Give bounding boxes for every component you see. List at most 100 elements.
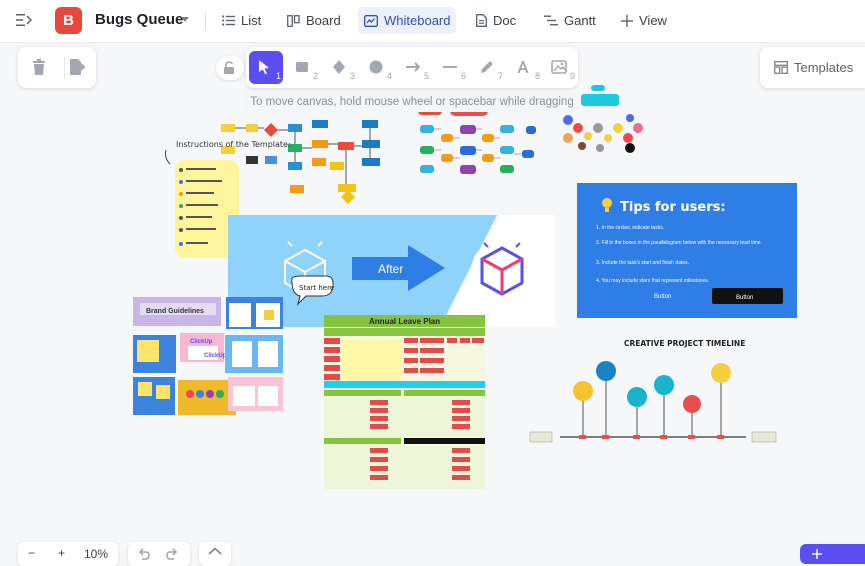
clickup-cube-icon — [471, 240, 533, 302]
tab-list-label: List — [241, 13, 262, 28]
tab-board-label: Board — [306, 13, 341, 28]
tab-doc[interactable]: Doc — [470, 7, 522, 34]
tab-whiteboard-label: Whiteboard — [384, 13, 451, 28]
creative-project-timeline[interactable]: CREATIVE PROJECT TIMELINE — [529, 339, 777, 443]
start-here-label: Start here — [299, 284, 334, 292]
divider — [64, 57, 65, 79]
rectangle-tool[interactable]: 2 — [286, 51, 320, 84]
after-label: After — [378, 262, 403, 276]
image-icon — [551, 60, 567, 74]
zoom-in-button[interactable]: + — [58, 546, 66, 560]
arrow-right-icon — [406, 62, 421, 72]
tab-gantt-label: Gantt — [564, 13, 596, 28]
fit-view-button[interactable] — [199, 542, 231, 566]
text-tool[interactable]: 8 — [508, 51, 542, 84]
zoom-level[interactable]: 10% — [84, 547, 109, 561]
line-tool[interactable]: 6 — [434, 51, 468, 84]
tab-list[interactable]: List — [216, 7, 267, 34]
add-view-button[interactable]: View — [615, 7, 673, 34]
arrow-tool[interactable]: 5 — [397, 51, 431, 84]
chevron-down-icon[interactable] — [181, 17, 189, 22]
tool-key-7: 7 — [497, 71, 503, 81]
tool-key-6: 6 — [460, 71, 466, 81]
tool-key-9: 9 — [569, 71, 575, 81]
image-tool[interactable]: 9 — [543, 51, 577, 84]
tab-whiteboard[interactable]: Whiteboard — [358, 7, 457, 34]
diamond-tool[interactable]: 3 — [323, 51, 357, 84]
tool-key-8: 8 — [534, 71, 540, 81]
tips-line-4: 4. You may include stars that represent … — [596, 278, 709, 284]
tips-button-b[interactable]: Button — [736, 295, 753, 301]
instructions-title: Instructions of the Template: — [176, 140, 291, 149]
history-controls — [128, 542, 190, 566]
space-title[interactable]: Bugs Queue — [95, 11, 184, 28]
tool-key-3: 3 — [349, 71, 355, 81]
brand-logo-b: ClickUp — [204, 353, 227, 359]
top-bar: B Bugs Queue List Board Whiteboard Doc — [0, 0, 865, 43]
templates-button[interactable]: Templates — [760, 47, 865, 88]
leave-plan-title: Annual Leave Plan — [369, 317, 440, 326]
rectangle-icon — [296, 62, 308, 72]
export-icon[interactable] — [68, 58, 86, 76]
tips-line-1: 1. In the circles, indicate tasks. — [596, 225, 664, 231]
trash-icon[interactable] — [30, 58, 48, 76]
divider — [205, 11, 206, 31]
text-icon — [517, 61, 529, 73]
corner-action-button[interactable] — [800, 544, 865, 564]
bubble-cluster-diagram[interactable] — [563, 85, 643, 153]
plus-icon — [812, 549, 822, 559]
canvas-hint-tooltip: To move canvas, hold mouse wheel or spac… — [246, 92, 578, 112]
timeline-title: CREATIVE PROJECT TIMELINE — [624, 339, 745, 348]
templates-icon — [774, 61, 788, 74]
list-icon — [222, 15, 235, 26]
tips-card[interactable]: Tips for users: 1. In the circles, indic… — [577, 183, 797, 318]
tips-button-a[interactable]: Button — [654, 294, 671, 300]
space-avatar[interactable]: B — [55, 7, 82, 34]
annual-leave-plan-table[interactable]: Annual Leave Plan — [324, 315, 485, 489]
redo-icon[interactable] — [165, 547, 179, 561]
undo-icon[interactable] — [137, 547, 151, 561]
home-icon — [208, 547, 222, 555]
tips-title: Tips for users: — [620, 200, 726, 215]
tab-board[interactable]: Board — [281, 7, 347, 34]
tab-gantt[interactable]: Gantt — [538, 7, 602, 34]
doc-icon — [476, 14, 487, 27]
drawing-toolbar: 1 2 3 4 5 6 7 — [246, 47, 578, 88]
templates-label: Templates — [794, 60, 854, 75]
diamond-icon — [333, 60, 345, 74]
pen-icon — [481, 61, 493, 73]
circle-icon — [369, 60, 383, 74]
brand-logo-a: ClickUp — [190, 339, 213, 345]
before-after-panel[interactable]: Start here After — [228, 215, 555, 327]
zoom-out-button[interactable]: − — [28, 546, 36, 560]
plus-icon — [621, 14, 633, 27]
brand-title: Brand Guidelines — [146, 308, 204, 315]
flowchart-diagram[interactable] — [221, 120, 380, 204]
tips-line-2: 2. Fill in the boxes in the parallelogra… — [596, 240, 762, 246]
tips-line-3: 3. Include the task's start and finish d… — [596, 260, 689, 266]
circle-tool[interactable]: 4 — [360, 51, 394, 84]
select-tool[interactable]: 1 — [249, 51, 283, 84]
zoom-controls: − + 10% — [18, 542, 118, 566]
lock-toggle-button[interactable] — [216, 56, 244, 80]
sidebar-toggle-icon[interactable] — [16, 13, 32, 27]
tool-key-1: 1 — [275, 71, 281, 81]
cursor-icon — [259, 60, 269, 75]
add-view-label: View — [639, 13, 667, 28]
board-actions-toolbar — [18, 47, 96, 88]
tool-key-5: 5 — [423, 71, 429, 81]
gantt-icon — [544, 15, 558, 26]
tool-key-4: 4 — [386, 71, 392, 81]
lightbulb-icon — [602, 198, 612, 212]
line-icon — [443, 66, 457, 68]
mind-map-diagram[interactable] — [418, 105, 536, 174]
tab-doc-label: Doc — [493, 13, 517, 28]
pen-tool[interactable]: 7 — [471, 51, 505, 84]
tool-key-2: 2 — [312, 71, 318, 81]
unlock-icon — [224, 61, 234, 74]
board-icon — [287, 14, 300, 27]
brand-guidelines-board[interactable]: Brand Guidelines ClickUp ClickUp — [133, 297, 283, 415]
instructions-note[interactable]: Instructions of the Template: — [165, 140, 291, 258]
whiteboard-icon — [364, 14, 378, 27]
